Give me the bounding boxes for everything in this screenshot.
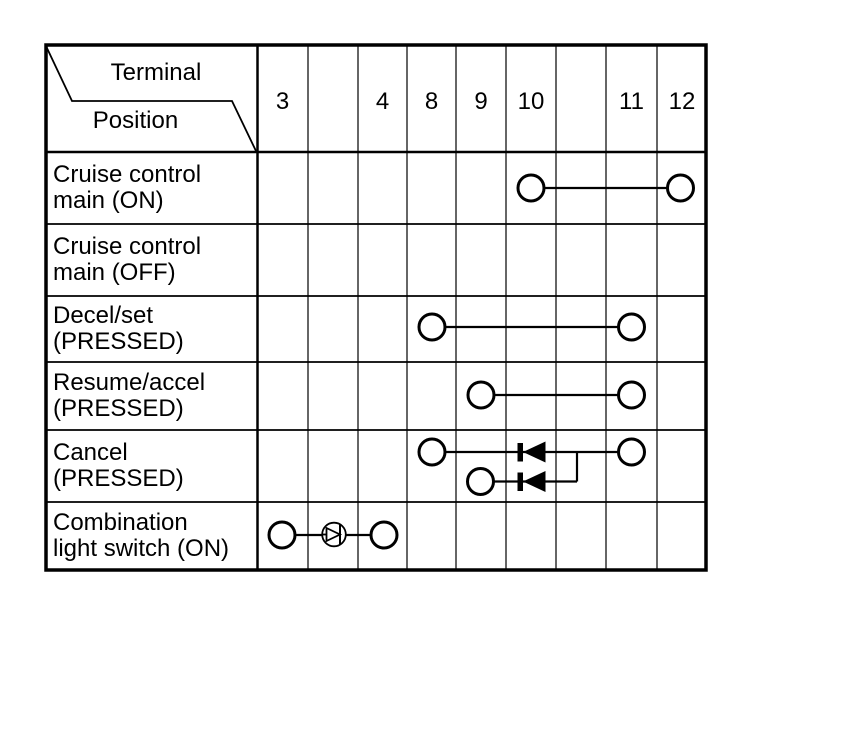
corner-position-label: Position [92, 107, 179, 134]
circled-diode-icon [321, 521, 347, 548]
column-header-8: 8 [424, 87, 439, 115]
column-header-12: 12 [668, 87, 696, 115]
column-header-3: 3 [275, 87, 290, 115]
terminal-circle-8 [417, 437, 447, 467]
row-label-decel-set: Decel/set (PRESSED) [53, 302, 184, 355]
row-label-resume-accel: Resume/accel (PRESSED) [53, 369, 206, 422]
connection-row1-10-12 [516, 173, 695, 203]
column-header-9: 9 [474, 87, 488, 115]
column-header-10: 10 [517, 87, 545, 115]
row-label-cruise-main-on: Cruise control main (ON) [53, 161, 202, 214]
connection-row5-cancel [417, 437, 646, 496]
terminal-circle-10 [516, 173, 546, 203]
row-grid-lines [45, 223, 706, 503]
terminal-circle-11 [617, 312, 646, 342]
column-header-11: 11 [619, 87, 644, 115]
row-label-cancel: Cancel (PRESSED) [53, 439, 184, 492]
table-outer-border [44, 43, 708, 572]
row-label-cruise-main-off: Cruise control main (OFF) [53, 233, 202, 286]
column-header-4: 4 [375, 87, 390, 115]
terminal-circle-9 [466, 467, 495, 496]
diode-icon [517, 471, 546, 492]
corner-terminal-label: Terminal [110, 59, 202, 86]
column-header-blank-1 [308, 48, 358, 155]
row-label-combination-light-switch: Combination light switch (ON) [53, 509, 230, 562]
terminal-circle-12 [666, 173, 695, 203]
connection-row3-8-11 [417, 312, 646, 342]
terminal-circle-3 [267, 520, 297, 550]
terminal-circle-9 [466, 380, 496, 410]
corner-diagonal-divider [45, 45, 257, 152]
diode-icon [517, 441, 546, 463]
terminal-circle-11 [617, 380, 646, 410]
terminal-circle-4 [369, 520, 399, 550]
connection-row4-9-11 [466, 380, 646, 410]
column-header-blank-2 [556, 48, 606, 155]
terminal-circle-11 [617, 437, 646, 467]
connection-row6-3-4 [267, 520, 399, 550]
terminal-circle-8 [417, 312, 447, 342]
